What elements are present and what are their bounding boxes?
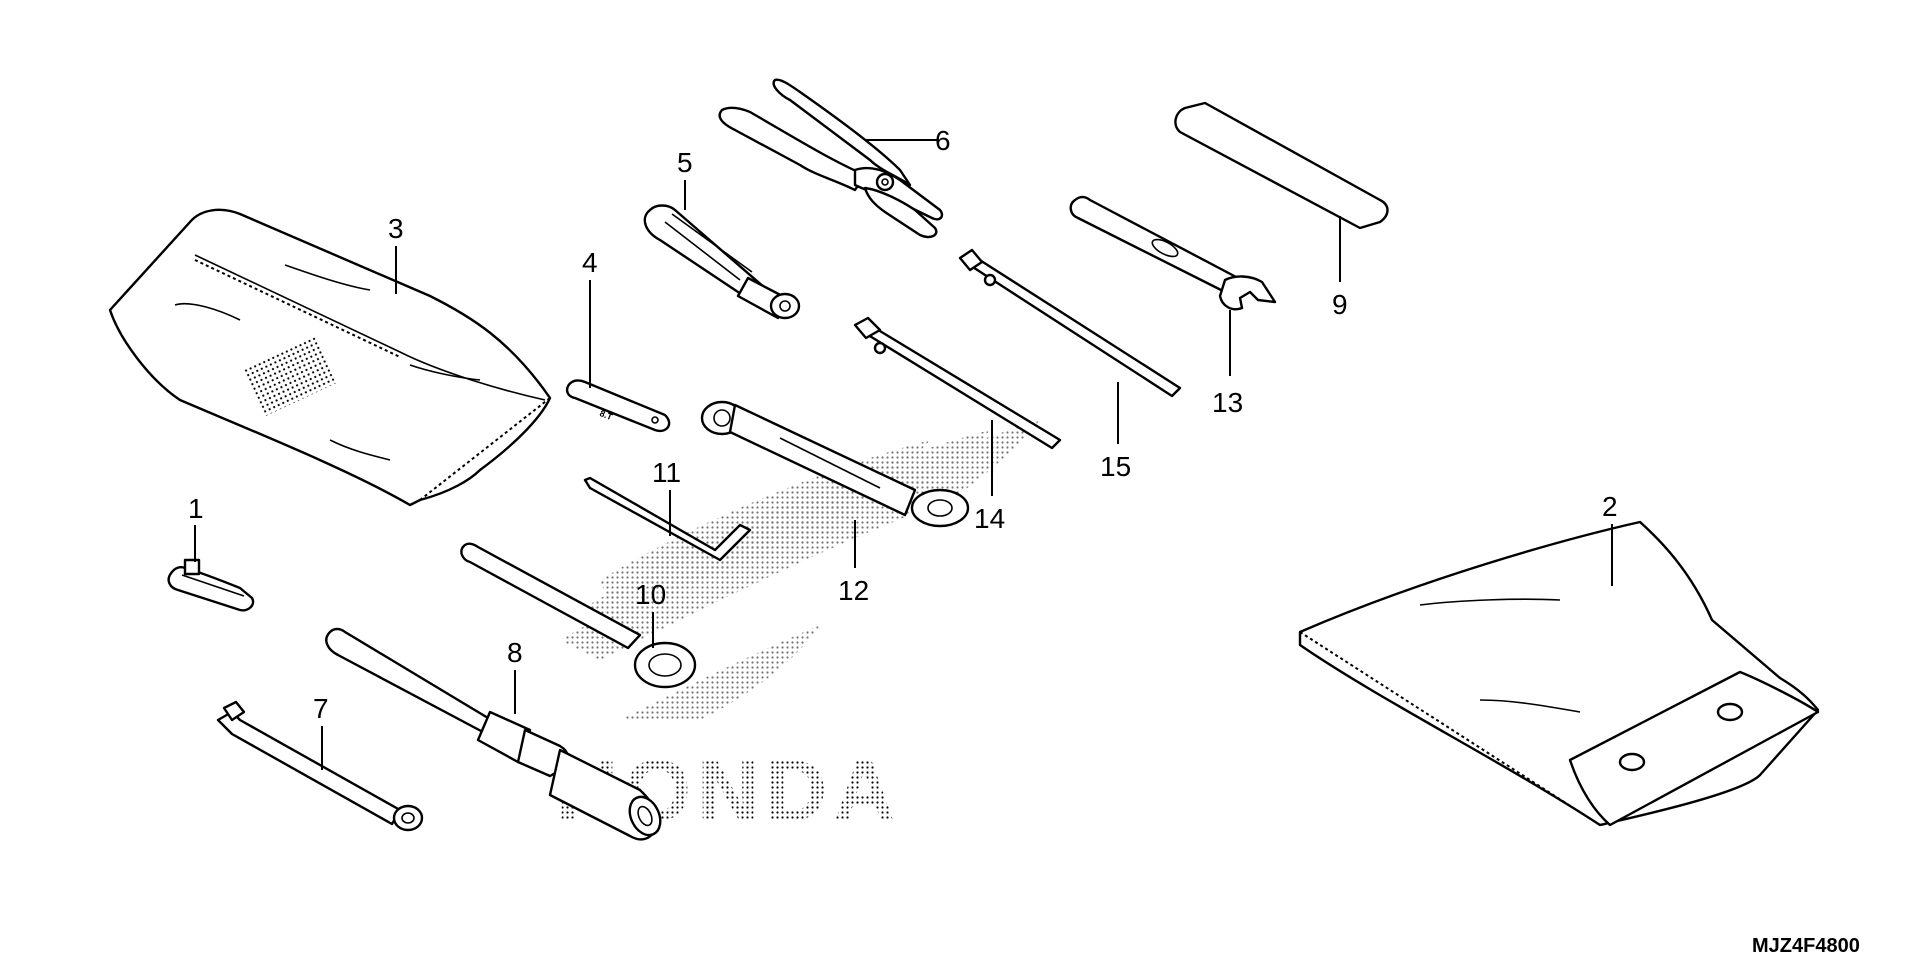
tool-pouch-3 bbox=[108, 208, 552, 507]
box-wrench-12 bbox=[700, 400, 970, 528]
grip-cover-9 bbox=[1174, 101, 1389, 230]
screwdriver-handle-5 bbox=[643, 204, 801, 320]
spark-plug-wrench-8 bbox=[325, 627, 662, 841]
part-label-9: 9 bbox=[1332, 289, 1348, 320]
part-label-3: 3 bbox=[388, 213, 404, 244]
extension-bar-7 bbox=[216, 700, 424, 832]
part-label-2: 2 bbox=[1602, 491, 1618, 522]
part-label-8: 8 bbox=[507, 637, 523, 668]
part-label-6: 6 bbox=[935, 125, 951, 156]
part-label-5: 5 bbox=[677, 147, 693, 178]
part-label-14: 14 bbox=[974, 503, 1005, 534]
open-end-wrench-13 bbox=[1069, 195, 1277, 311]
screwdriver-14 bbox=[853, 316, 1062, 450]
pliers-6 bbox=[718, 78, 944, 239]
large-pouch-2 bbox=[1298, 520, 1820, 827]
part-label-1: 1 bbox=[188, 493, 204, 524]
ring-wrench-10 bbox=[460, 542, 697, 689]
part-label-10: 10 bbox=[635, 579, 666, 610]
part-labels: 1 2 3 4 5 6 7 8 9 10 11 12 13 14 15 bbox=[188, 125, 1618, 724]
diagram-code: MJZ4F4800 bbox=[1752, 935, 1860, 957]
part-label-4: 4 bbox=[582, 247, 598, 278]
clip-1 bbox=[167, 558, 255, 612]
part-label-12: 12 bbox=[838, 575, 869, 606]
hex-key-11 bbox=[583, 476, 752, 562]
part-label-15: 15 bbox=[1100, 451, 1131, 482]
part-label-11: 11 bbox=[652, 457, 681, 488]
screwdriver-15 bbox=[958, 248, 1182, 398]
part-label-13: 13 bbox=[1212, 387, 1243, 418]
leader-lines bbox=[194, 139, 1613, 770]
part-label-7: 7 bbox=[313, 693, 329, 724]
key-4: 8.T bbox=[565, 379, 671, 433]
key-4-marking: 8.T bbox=[598, 408, 614, 422]
